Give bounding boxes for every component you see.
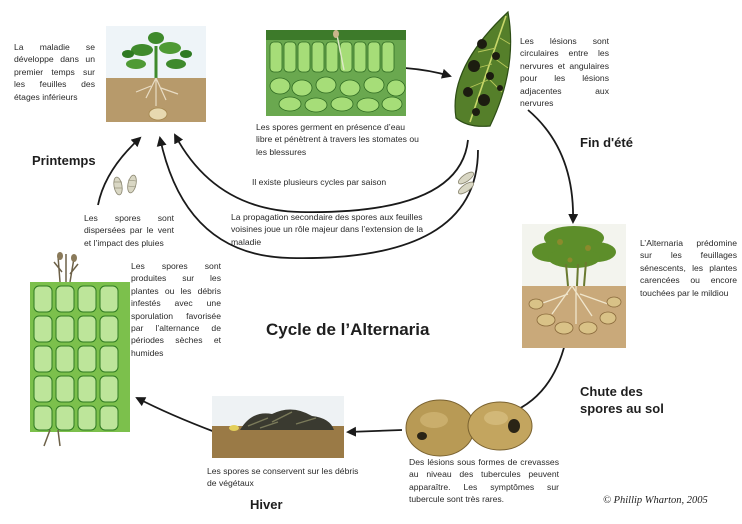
tubers-icon — [404, 396, 536, 460]
leaf-tissue-icon — [266, 30, 406, 116]
disease-start-text: La maladie se développe dans un premier … — [14, 41, 95, 103]
season-late-summer: Fin d'été — [580, 135, 633, 150]
cell-tissue-icon — [30, 252, 130, 448]
secondary-spread-text: La propagation secondaire des spores aux… — [231, 211, 455, 248]
conservation-text: Les spores se conservent sur les débris … — [207, 465, 363, 490]
season-spring: Printemps — [32, 153, 96, 168]
predominates-text: L’Alternaria prédomine sur les feuillage… — [640, 237, 737, 299]
season-spores-fall: Chute des spores au sol — [580, 383, 670, 417]
tuber-lesions-text: Des lésions sous formes de crevasses au … — [409, 456, 559, 506]
season-winter: Hiver — [250, 497, 283, 512]
spore-icon-secondary — [448, 168, 484, 198]
mature-plant-icon — [522, 224, 626, 348]
dispersal-text: Les spores sont dispersées par le vent e… — [84, 212, 174, 249]
debris-icon — [212, 396, 344, 458]
diagram-title: Cycle de l’Alternaria — [266, 320, 429, 340]
production-text: Les spores sont produites sur les plante… — [131, 260, 221, 359]
arrow-to-tissue — [137, 398, 215, 432]
arrow-to-debris — [348, 430, 402, 432]
several-cycles-text: Il existe plusieurs cycles par saison — [252, 176, 432, 188]
arrow-to-late-summer — [528, 110, 573, 222]
spore-icon — [108, 168, 144, 204]
potato-plant-icon — [106, 26, 206, 122]
arrow-to-lesions — [405, 68, 450, 76]
spores-germinate-text: Les spores germent en présence d’eau lib… — [256, 121, 421, 158]
infected-leaf-icon — [448, 8, 518, 132]
credit: © Phillip Wharton, 2005 — [603, 495, 708, 506]
lesions-text: Les lésions sont circulaires entre les n… — [520, 35, 609, 109]
